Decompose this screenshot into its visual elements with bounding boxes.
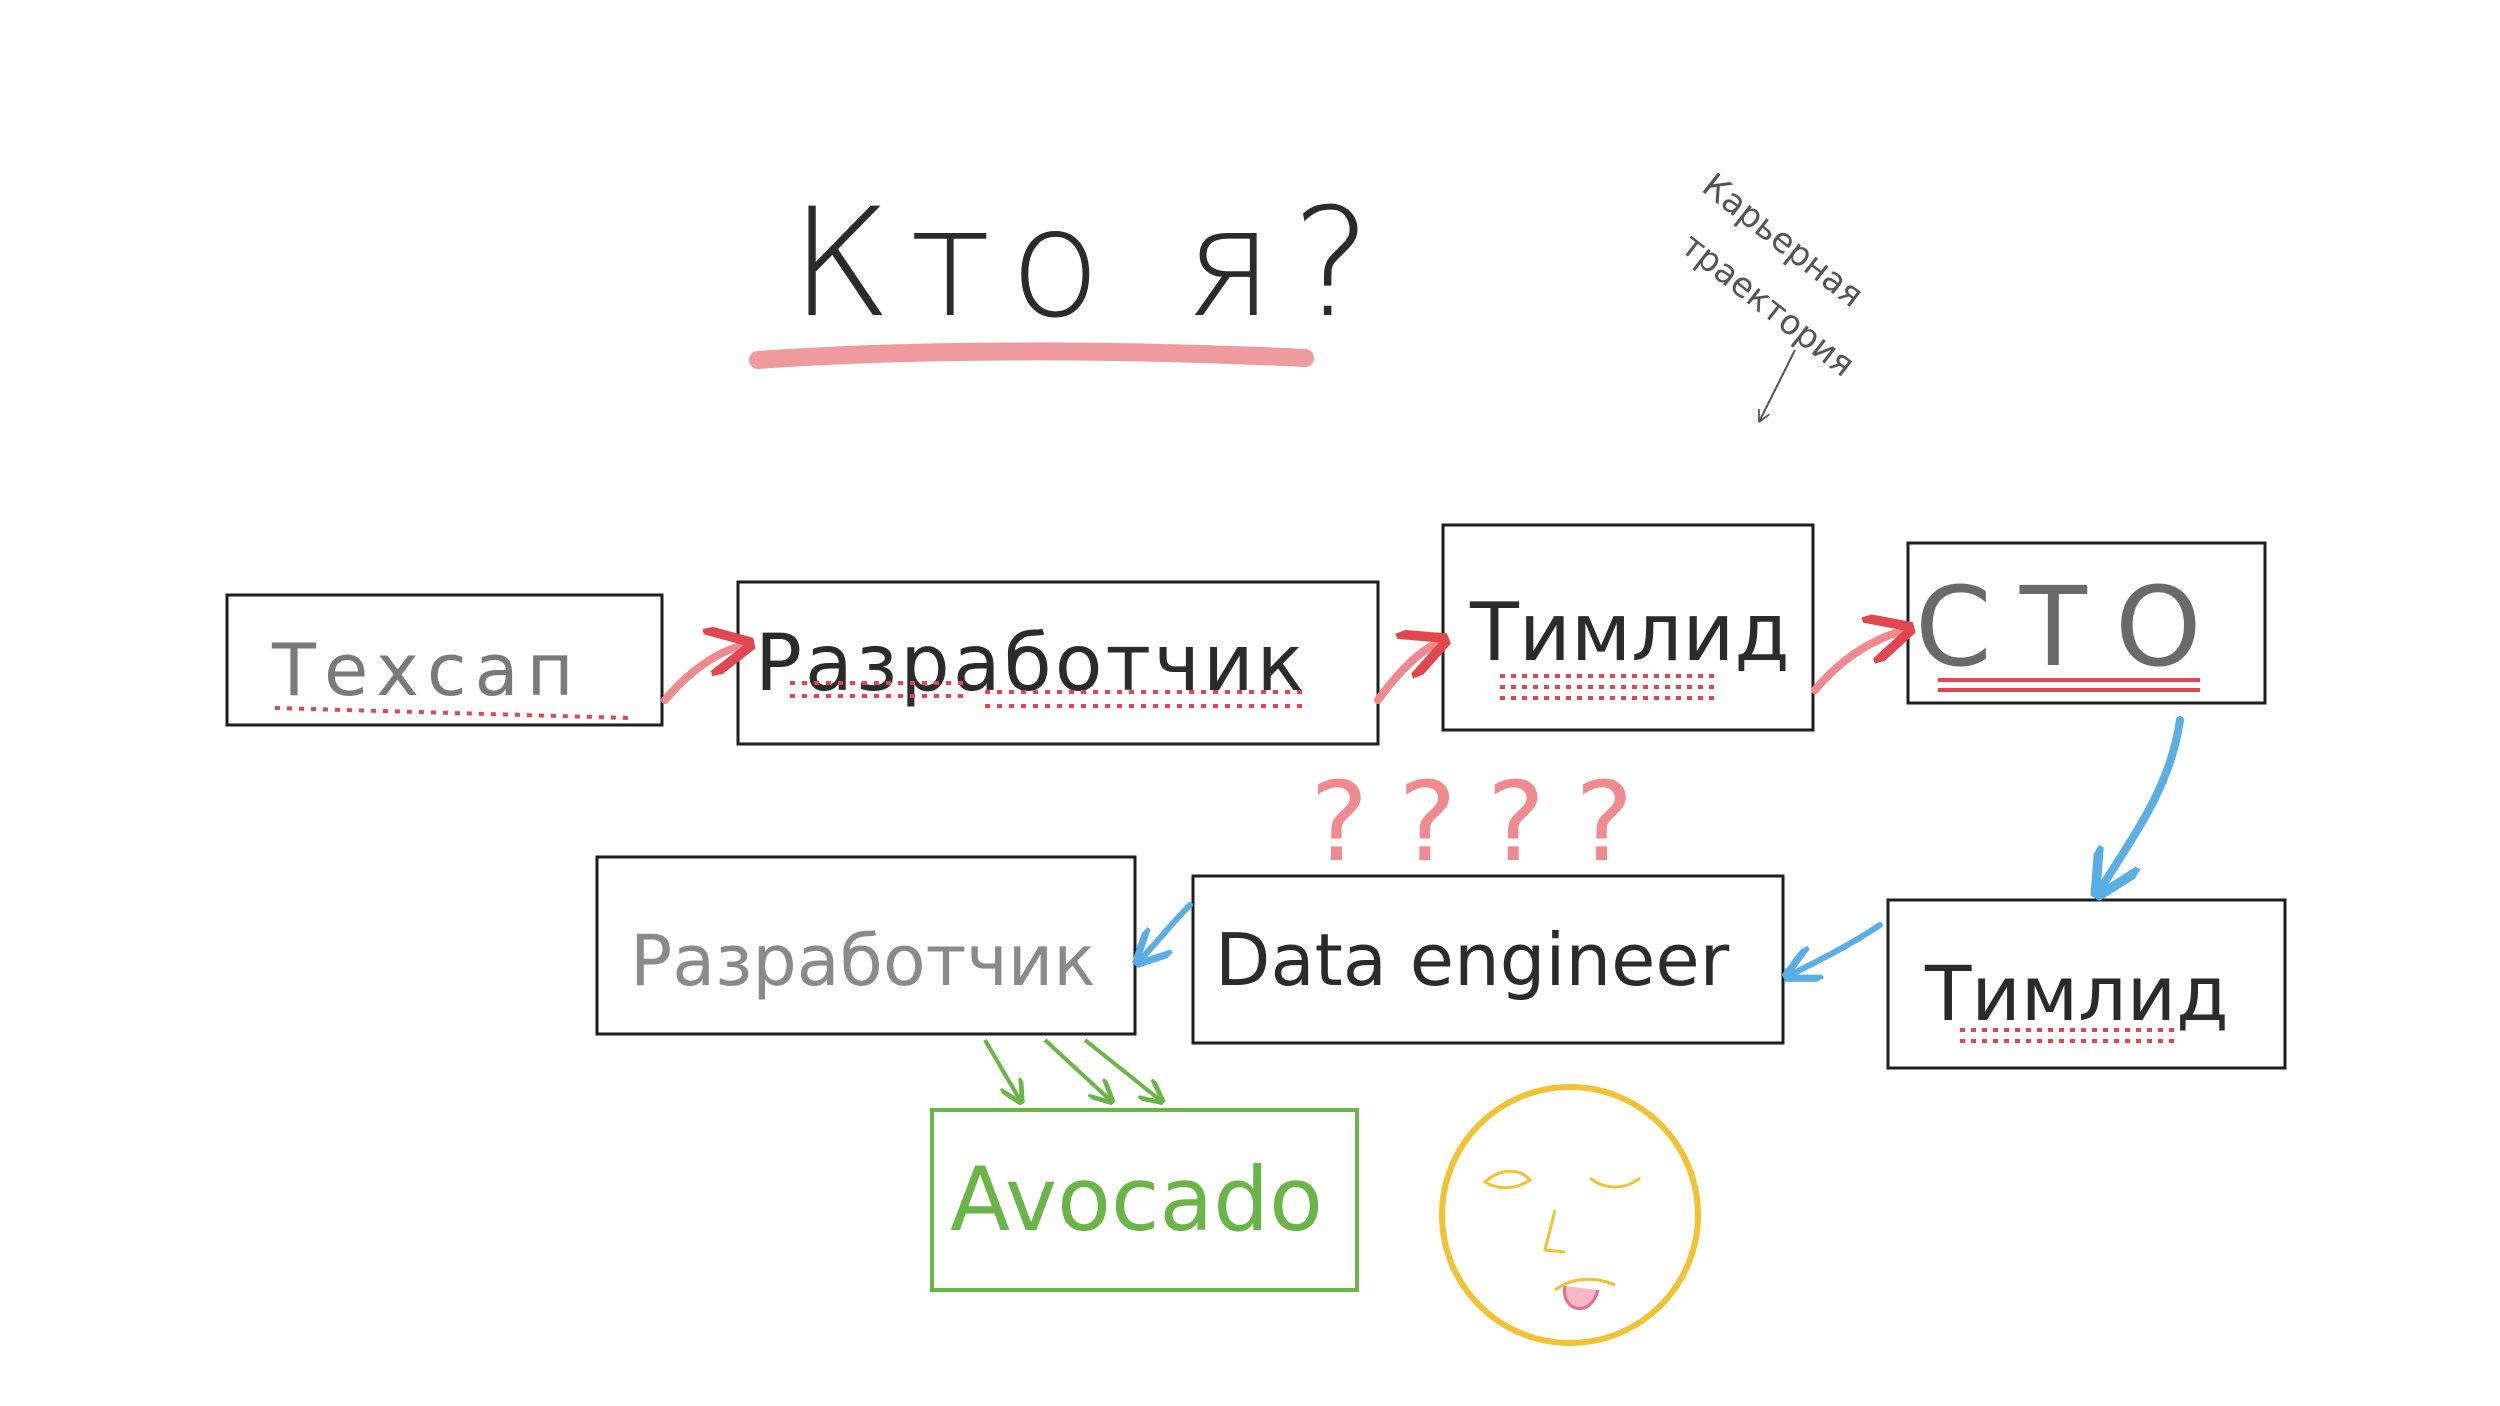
node-teamlead-1: Тимлид <box>1441 523 1815 732</box>
node-data-engineer: Data engineer <box>1191 874 1785 1045</box>
node-label: Техсап <box>271 628 582 712</box>
node-label: Разработчик <box>755 619 1307 709</box>
arrow-icon <box>983 1038 1020 1100</box>
arrow-icon <box>1790 922 1883 975</box>
node-teamlead-2: Тимлид <box>1886 898 2287 1070</box>
node-developer-1: Разработчик <box>736 580 1380 746</box>
arrow-icon <box>1083 1038 1160 1100</box>
arrow-icon <box>1811 630 1905 694</box>
node-avocado: Avocado <box>930 1108 1359 1292</box>
side-note: Карьерная траектория <box>1673 166 1871 385</box>
question-marks: ???? <box>1310 758 1664 886</box>
node-techsup: Техсап <box>225 593 664 727</box>
arrow-icon <box>1374 642 1440 704</box>
page-title: Кто я? <box>790 177 1389 351</box>
arrow-icon <box>1043 1038 1110 1100</box>
node-cto: СТО <box>1906 541 2267 705</box>
node-developer-2: Разработчик <box>595 855 1137 1036</box>
arrow-icon <box>661 645 745 704</box>
title-underline <box>749 342 1314 369</box>
arrow-icon <box>2100 716 2184 890</box>
side-note-arrow-icon <box>1760 349 1796 420</box>
node-label: Data engineer <box>1215 918 1730 1002</box>
node-label: Avocado <box>950 1148 1323 1251</box>
node-label: Тимлид <box>1469 586 1790 679</box>
node-label: Тимлид <box>1924 949 2229 1038</box>
smiley-face-icon <box>1439 1084 1701 1346</box>
node-label: СТО <box>1915 563 2230 691</box>
arrow-icon <box>1140 902 1193 960</box>
node-label: Разработчик <box>630 920 1096 1002</box>
